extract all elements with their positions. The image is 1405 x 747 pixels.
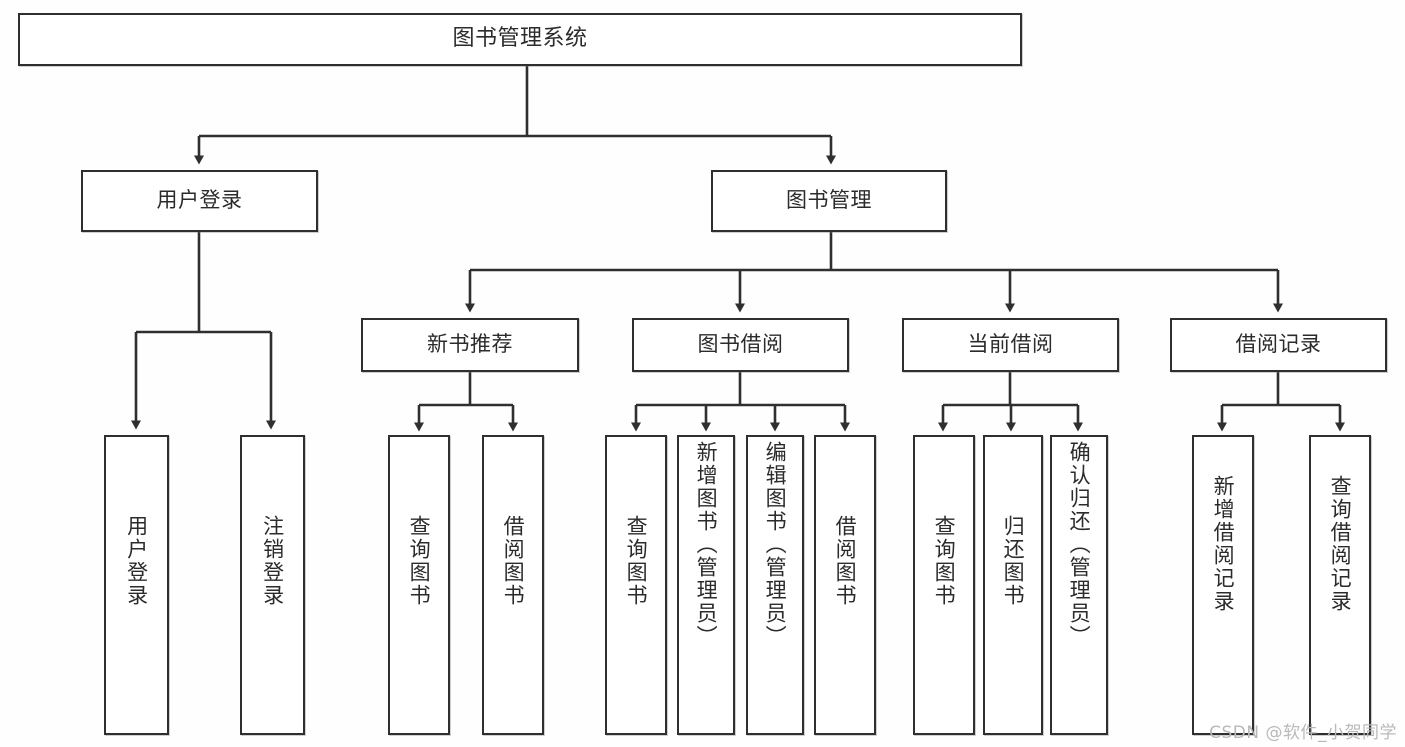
node-leaf-add-record-label: 新增借阅记录 (1211, 475, 1236, 613)
node-leaf-query-book-2[interactable]: 查询图书 (605, 435, 667, 735)
node-leaf-query-record[interactable]: 查询借阅记录 (1309, 435, 1371, 735)
node-leaf-edit-book-label: 编辑图书（管理员） (763, 441, 788, 648)
node-leaf-return-book[interactable]: 归还图书 (983, 435, 1043, 735)
node-leaf-confirm-return-label: 确认归还（管理员） (1067, 441, 1092, 648)
node-leaf-borrow-book-2[interactable]: 借阅图书 (814, 435, 876, 735)
node-root-label: 图书管理系统 (452, 26, 588, 52)
node-book-manage-label: 图书管理 (786, 188, 872, 213)
node-leaf-logout[interactable]: 注销登录 (240, 435, 305, 735)
node-user-login-label: 用户登录 (156, 188, 243, 213)
node-leaf-query-book-2-label: 查询图书 (624, 515, 649, 607)
node-borrow-record-label: 借阅记录 (1235, 332, 1322, 357)
node-new-book-recommend[interactable]: 新书推荐 (361, 318, 579, 372)
node-leaf-query-book-1[interactable]: 查询图书 (388, 435, 450, 735)
node-book-borrow-label: 图书借阅 (697, 332, 784, 357)
node-leaf-add-record[interactable]: 新增借阅记录 (1192, 435, 1254, 735)
node-leaf-add-book[interactable]: 新增图书（管理员） (677, 435, 735, 735)
node-book-manage[interactable]: 图书管理 (711, 170, 947, 232)
node-leaf-logout-label: 注销登录 (260, 515, 285, 607)
node-leaf-borrow-book-1-label: 借阅图书 (501, 515, 526, 607)
node-leaf-add-book-label: 新增图书（管理员） (694, 441, 719, 648)
node-leaf-user-login[interactable]: 用户登录 (104, 435, 169, 735)
node-leaf-query-book-1-label: 查询图书 (407, 515, 432, 607)
node-user-login[interactable]: 用户登录 (81, 170, 318, 232)
node-leaf-borrow-book-2-label: 借阅图书 (833, 515, 858, 607)
node-leaf-confirm-return[interactable]: 确认归还（管理员） (1050, 435, 1108, 735)
node-leaf-borrow-book-1[interactable]: 借阅图书 (482, 435, 544, 735)
node-current-borrow-label: 当前借阅 (967, 332, 1054, 357)
node-book-borrow[interactable]: 图书借阅 (632, 318, 849, 372)
node-leaf-return-book-label: 归还图书 (1001, 515, 1026, 607)
node-leaf-query-book-3[interactable]: 查询图书 (913, 435, 975, 735)
node-new-book-recommend-label: 新书推荐 (427, 332, 513, 357)
node-leaf-user-login-label: 用户登录 (124, 515, 149, 607)
node-current-borrow[interactable]: 当前借阅 (902, 318, 1119, 372)
csdn-watermark: CSDN @软件_小贺同学 (1209, 723, 1397, 743)
node-root[interactable]: 图书管理系统 (18, 13, 1022, 66)
node-borrow-record[interactable]: 借阅记录 (1170, 318, 1387, 372)
node-leaf-query-record-label: 查询借阅记录 (1328, 475, 1353, 613)
node-leaf-edit-book[interactable]: 编辑图书（管理员） (746, 435, 804, 735)
node-leaf-query-book-3-label: 查询图书 (932, 515, 957, 607)
